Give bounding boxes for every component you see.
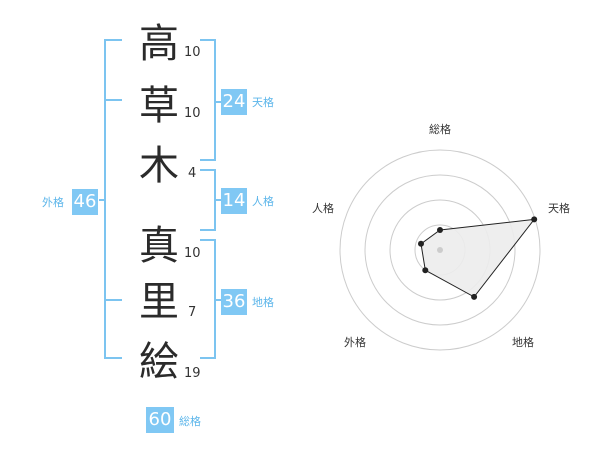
name-char-4: 真 — [139, 223, 179, 269]
chikaku-value: 36 — [221, 289, 247, 315]
radar-label-chikaku: 地格 — [512, 335, 534, 349]
jinkaku-label: 人格 — [252, 195, 274, 208]
radar-point-1 — [531, 216, 538, 223]
jinkaku-bracket — [200, 169, 221, 231]
name-char-3: 木 — [139, 143, 179, 189]
jinkaku-value: 14 — [221, 188, 247, 214]
radar-point-2 — [471, 293, 478, 300]
radar-label-gaikaku: 外格 — [344, 335, 366, 349]
radar-ring-4 — [339, 149, 541, 351]
stroke-count-5: 7 — [188, 305, 197, 320]
radar-polygon — [420, 218, 536, 298]
stroke-count-6: 19 — [184, 366, 201, 381]
chikaku-label: 地格 — [252, 296, 274, 309]
radar-center-dot — [437, 247, 443, 253]
stroke-count-2: 10 — [184, 106, 201, 121]
radar-point-0 — [437, 227, 443, 233]
radar-label-jinkaku: 人格 — [312, 201, 334, 215]
name-char-2: 草 — [139, 83, 179, 129]
gaikaku-bracket — [99, 39, 122, 359]
soukaku-label: 総格 — [179, 415, 201, 428]
tenkaku-value: 24 — [221, 89, 247, 115]
stroke-count-1: 10 — [184, 45, 201, 60]
radar-points — [418, 216, 538, 300]
name-char-1: 高 — [139, 21, 179, 67]
radar-point-3 — [422, 267, 429, 274]
tenkaku-bracket — [200, 39, 221, 161]
soukaku-value: 60 — [146, 407, 174, 433]
radar-ring-3 — [364, 174, 516, 326]
radar-label-soukaku: 総格 — [429, 122, 451, 136]
radar-chart: 総格 天格 地格 外格 人格 — [312, 122, 570, 351]
gaikaku-label: 外格 — [42, 196, 64, 209]
radar-point-4 — [418, 240, 424, 247]
tenkaku-label: 天格 — [252, 96, 274, 109]
name-char-5: 里 — [139, 279, 179, 325]
radar-label-tenkaku: 天格 — [548, 201, 570, 215]
stroke-count-4: 10 — [184, 246, 201, 261]
name-char-6: 絵 — [139, 339, 179, 385]
chikaku-bracket — [200, 239, 221, 359]
stroke-count-3: 4 — [188, 166, 197, 181]
gaikaku-value: 46 — [72, 189, 98, 215]
